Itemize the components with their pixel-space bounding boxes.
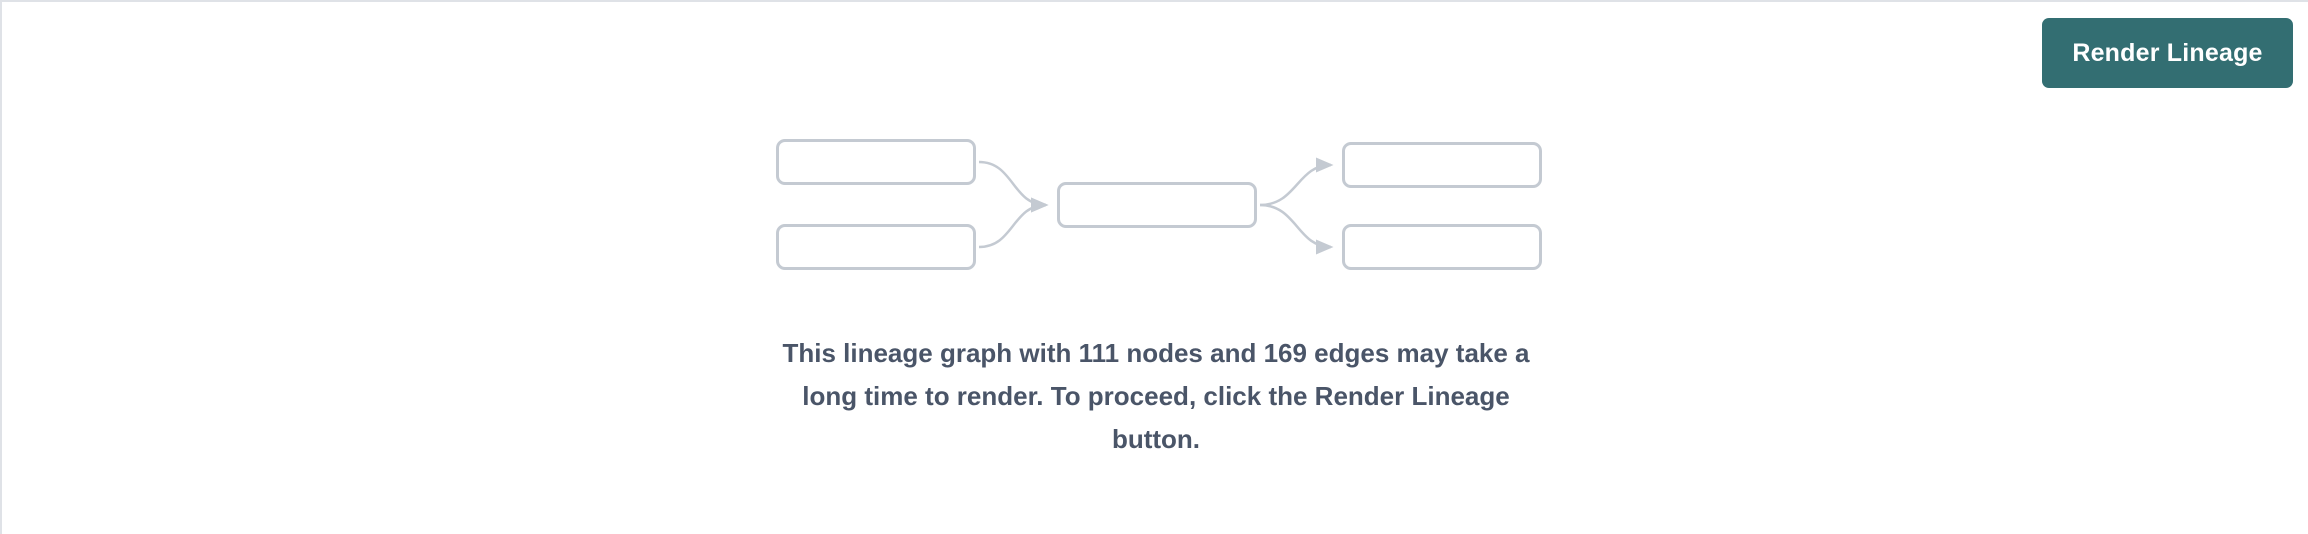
graph-node-source-1 bbox=[776, 139, 976, 185]
graph-node-center bbox=[1057, 182, 1257, 228]
graph-edge-source2-center bbox=[978, 197, 1049, 249]
graph-node-target-1 bbox=[1342, 142, 1542, 188]
lineage-warning-message: This lineage graph with 111 nodes and 16… bbox=[782, 338, 1530, 454]
graph-node-target-2 bbox=[1342, 224, 1542, 270]
graph-edges bbox=[978, 157, 1334, 255]
render-lineage-button[interactable]: Render Lineage bbox=[2042, 18, 2293, 88]
graph-placeholder bbox=[2, 2, 2308, 302]
graph-edge-center-target2 bbox=[1259, 203, 1334, 255]
graph-edge-center-target1 bbox=[1259, 157, 1334, 207]
graph-node-source-2 bbox=[776, 224, 976, 270]
graph-edge-source1-center bbox=[978, 160, 1049, 213]
